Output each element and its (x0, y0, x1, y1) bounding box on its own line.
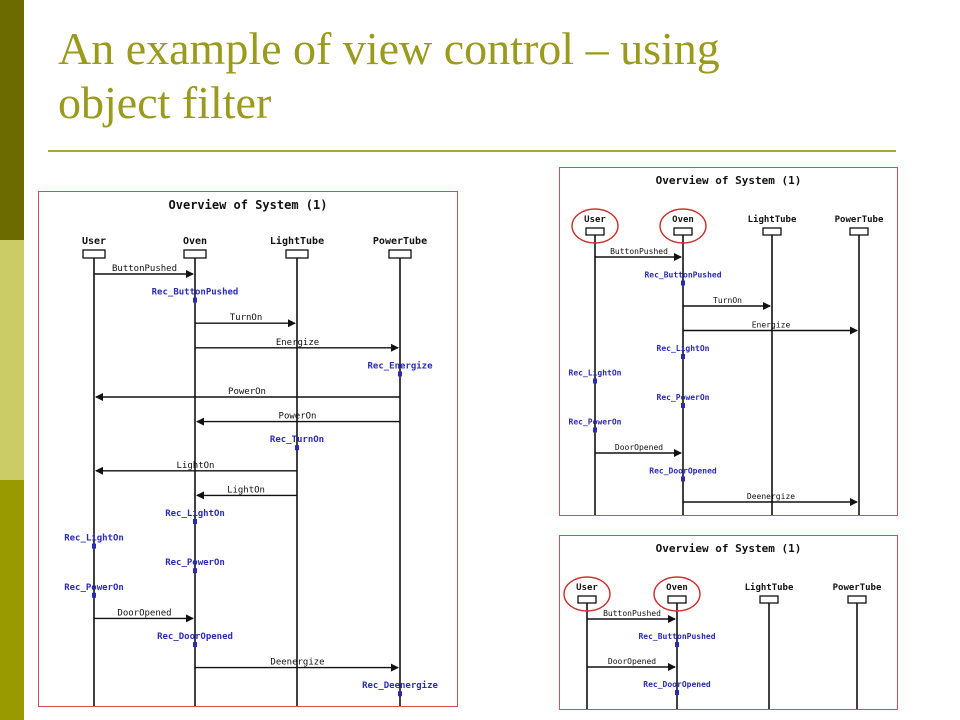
sequence-diagram-object-filter: Overview of System (1) User Oven LightTube… (559, 535, 898, 710)
diagram-canvas: User Oven LightTube PowerTubeButtonPushedRe… (64, 235, 439, 706)
receive-label: Rec_TurnOn (270, 435, 324, 445)
title-divider (48, 150, 896, 152)
receive-marker (675, 642, 679, 647)
receive-marker (193, 297, 197, 303)
message-label: Deenergize (270, 658, 324, 668)
slide-title: An example of view control – using objec… (58, 22, 918, 130)
message-label: ButtonPushed (112, 264, 177, 274)
lifeline-head-box (762, 227, 782, 236)
lifeline-label: User (584, 215, 606, 225)
lifeline-label: Oven (666, 583, 688, 593)
lifeline-head-box (673, 227, 693, 236)
receive-label: Rec_LightOn (64, 533, 124, 544)
lifeline-head-box (585, 227, 605, 236)
receive-label: Rec_LightOn (569, 368, 622, 378)
lifeline-head-box (183, 249, 207, 259)
message-label: TurnOn (713, 296, 742, 305)
receive-marker (675, 690, 679, 695)
message-label: DoorOpened (117, 608, 171, 618)
highlight-circle (653, 576, 701, 612)
receive-marker (295, 445, 299, 451)
receive-marker (593, 378, 597, 384)
receive-marker (193, 642, 197, 647)
receive-label: Rec_PowerOn (569, 418, 622, 427)
receive-marker (92, 592, 96, 598)
lifeline-label: User (576, 583, 598, 593)
receive-label: Rec_PowerOn (165, 558, 225, 568)
receive-label: Rec_PowerOn (64, 583, 124, 593)
message-label: Deenergize (747, 492, 795, 501)
lifeline-label: LightTube (748, 214, 797, 225)
sidebar-segment-dark (0, 0, 24, 240)
sidebar-segment-light (0, 240, 24, 480)
message-label: LightOn (227, 485, 265, 495)
receive-label: Rec_DoorOpened (157, 632, 233, 642)
receive-marker (593, 427, 597, 433)
lifeline-label: Oven (672, 215, 694, 225)
lifeline-label: PowerTube (833, 583, 882, 593)
slide-title-line-2: object filter (58, 77, 272, 128)
slide-title-line-1: An example of view control – using (58, 23, 720, 74)
receive-label: Rec_LightOn (657, 343, 710, 353)
receive-marker (681, 403, 685, 408)
message-label: PowerOn (228, 387, 266, 397)
receive-label: Rec_LightOn (165, 508, 225, 519)
receive-marker (193, 568, 197, 574)
message-label: Energize (752, 321, 791, 330)
lifeline-head-box (847, 595, 867, 604)
lifeline-label: PowerTube (835, 215, 884, 225)
highlight-circle (571, 208, 619, 244)
highlight-circle (659, 208, 707, 244)
lifeline-head-box (577, 595, 597, 604)
receive-marker (193, 519, 197, 524)
sidebar-accent-bar (0, 0, 24, 720)
lifeline-head-box (759, 595, 779, 604)
message-label: DoorOpened (615, 443, 663, 452)
lifeline-label: User (82, 236, 106, 247)
diagram-title: Overview of System (1) (168, 198, 328, 212)
lifeline-label: PowerTube (373, 236, 427, 247)
receive-label: Rec_DoorOpened (649, 467, 717, 476)
receive-label: Rec_DoorOpened (643, 680, 711, 689)
message-label: PowerOn (279, 412, 317, 422)
receive-marker (681, 476, 685, 482)
message-label: DoorOpened (608, 657, 656, 666)
message-label: ButtonPushed (603, 609, 661, 618)
receive-label: Rec_Deenergize (362, 680, 438, 691)
highlight-circle (563, 576, 611, 612)
receive-label: Rec_ButtonPushed (638, 632, 715, 641)
message-label: ButtonPushed (610, 247, 668, 256)
lifeline-label: LightTube (270, 235, 324, 247)
receive-label: Rec_ButtonPushed (644, 271, 721, 280)
message-label: TurnOn (230, 313, 263, 323)
lifeline-head-box (285, 249, 309, 259)
diagram-title: Overview of System (1) (655, 542, 802, 555)
receive-marker (398, 371, 402, 377)
receive-marker (398, 691, 402, 697)
lifeline-head-box (849, 227, 869, 236)
receive-marker (92, 543, 96, 549)
receive-marker (681, 280, 685, 286)
message-label: LightOn (177, 461, 215, 471)
lifeline-head-box (667, 595, 687, 604)
lifeline-label: LightTube (745, 582, 794, 593)
message-label: Energize (276, 338, 319, 348)
diagram-title: Overview of System (1) (655, 174, 802, 187)
diagram-canvas: User Oven LightTube PowerTubeButtonPushedRe… (563, 576, 882, 709)
lifeline-head-box (388, 249, 412, 259)
receive-label: Rec_Energize (367, 360, 433, 371)
sidebar-segment-mid (0, 480, 24, 720)
lifeline-head-box (82, 249, 106, 259)
receive-marker (681, 354, 685, 359)
sequence-diagram-filtered: Overview of System (1) User Oven LightTube… (559, 167, 898, 516)
diagram-canvas: User Oven LightTube PowerTubeButtonPushedRe… (569, 208, 884, 515)
receive-label: Rec_PowerOn (657, 393, 710, 402)
sequence-diagram-full: Overview of System (1) User Oven LightTube… (38, 191, 458, 707)
receive-label: Rec_ButtonPushed (152, 288, 239, 298)
lifeline-label: Oven (183, 236, 207, 247)
